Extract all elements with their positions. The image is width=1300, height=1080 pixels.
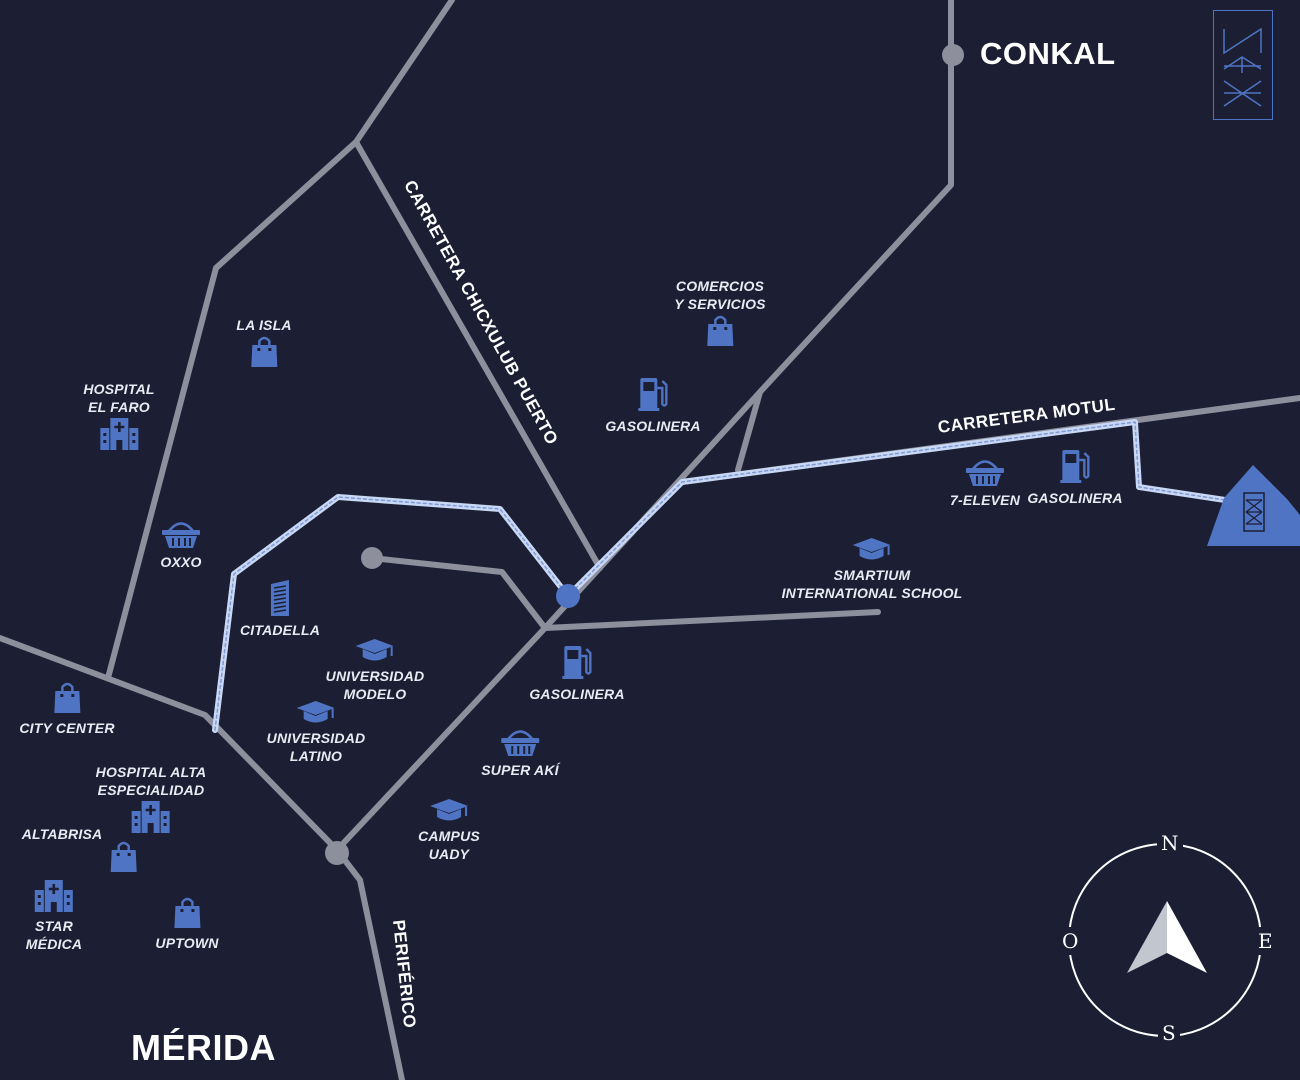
poi-label: STAR MÉDICA xyxy=(25,918,83,952)
poi-label: OXXO xyxy=(160,554,202,570)
conkal-node xyxy=(942,44,964,66)
poi-label: GASOLINERA xyxy=(529,686,625,702)
shopping-bag-icon xyxy=(19,680,114,719)
poi-super-aki: SUPER AKÍ xyxy=(481,726,559,779)
compass-ring xyxy=(1068,843,1262,1037)
graduation-cap-icon xyxy=(418,798,480,827)
poi-hospital-el-faro: HOSPITAL EL FARO xyxy=(83,380,154,455)
graduation-cap-icon xyxy=(267,700,366,729)
poi-la-isla: LA ISLA xyxy=(236,316,291,373)
poi-label: CITADELLA xyxy=(239,622,321,638)
shopping-bag-icon xyxy=(155,895,218,934)
compass-north: N xyxy=(1157,831,1183,855)
poi-label: HOSPITAL EL FARO xyxy=(83,381,155,415)
compass-south: S xyxy=(1158,1021,1180,1045)
road-northwest-diagonal xyxy=(105,0,455,681)
building-icon xyxy=(240,578,320,621)
poi-label: GASOLINERA xyxy=(605,418,701,434)
merida-junction-node xyxy=(325,841,349,865)
compass-east: E xyxy=(1256,927,1275,955)
hospital-icon xyxy=(26,878,82,917)
shopping-basket-icon xyxy=(159,518,203,553)
poi-gasolinera-norte: GASOLINERA xyxy=(605,376,700,435)
gas-pump-icon xyxy=(529,644,624,685)
poi-altabrisa: ALTABRISA xyxy=(21,825,137,878)
poi-label: 7-ELEVEN xyxy=(949,492,1021,508)
road-chicxulub-puerto xyxy=(353,139,603,571)
poi-gasolinera-motul: GASOLINERA xyxy=(1027,448,1122,507)
road-east-local xyxy=(542,609,881,631)
gas-pump-icon xyxy=(605,376,700,417)
natxx-logo-icon xyxy=(1213,10,1273,120)
poi-label: HOSPITAL ALTA ESPECIALIDAD xyxy=(95,764,207,798)
shopping-bag-icon xyxy=(236,334,291,373)
hospital-icon xyxy=(83,416,154,455)
poi-hospital-alta-especialidad: HOSPITAL ALTA ESPECIALIDAD xyxy=(96,763,207,838)
hospital-icon xyxy=(96,799,207,838)
dead-end-node xyxy=(361,547,383,569)
poi-campus-uady: CAMPUS UADY xyxy=(418,798,480,863)
compass-rose: N E S O xyxy=(1060,831,1275,1045)
property-marker-icon xyxy=(1207,465,1300,546)
poi-label: UNIVERSIDAD MODELO xyxy=(325,668,425,702)
poi-oxxo: OXXO xyxy=(159,518,203,571)
compass-west: O xyxy=(1060,927,1081,955)
town-label-conkal: CONKAL xyxy=(980,36,1116,71)
poi-label: SUPER AKÍ xyxy=(481,762,559,778)
poi-city-center: CITY CENTER xyxy=(19,680,114,737)
poi-label: SMARTIUM INTERNATIONAL SCHOOL xyxy=(781,567,963,601)
poi-label: LA ISLA xyxy=(236,317,292,333)
shopping-basket-icon xyxy=(950,456,1020,491)
poi-label: CAMPUS UADY xyxy=(418,828,480,862)
poi-smartium: SMARTIUM INTERNATIONAL SCHOOL xyxy=(782,537,963,602)
poi-label: UNIVERSIDAD LATINO xyxy=(266,730,366,764)
poi-universidad-modelo: UNIVERSIDAD MODELO xyxy=(326,638,425,703)
road-dead-end xyxy=(369,555,548,631)
poi-label: UPTOWN xyxy=(155,935,219,951)
shopping-bag-icon xyxy=(84,839,165,878)
poi-label: ALTABRISA xyxy=(21,826,103,842)
graduation-cap-icon xyxy=(326,638,425,667)
poi-label: COMERCIOS Y SERVICIOS xyxy=(674,278,766,312)
road-spur-north xyxy=(735,389,763,473)
poi-seven-eleven: 7-ELEVEN xyxy=(950,456,1020,509)
poi-universidad-latino: UNIVERSIDAD LATINO xyxy=(267,700,366,765)
poi-uptown: UPTOWN xyxy=(155,895,218,952)
shopping-bag-icon xyxy=(674,313,765,352)
poi-label: CITY CENTER xyxy=(19,720,115,736)
shopping-basket-icon xyxy=(481,726,559,761)
town-label-merida: MÉRIDA xyxy=(131,1027,276,1068)
gas-pump-icon xyxy=(1027,448,1122,489)
poi-gasolinera-centro: GASOLINERA xyxy=(529,644,624,703)
road-merida-west xyxy=(0,635,340,853)
graduation-cap-icon xyxy=(782,537,963,566)
poi-label: GASOLINERA xyxy=(1027,490,1123,506)
route-junction-node xyxy=(556,584,580,608)
poi-comercios-servicios: COMERCIOS Y SERVICIOS xyxy=(674,277,766,352)
poi-citadella: CITADELLA xyxy=(240,578,320,639)
poi-star-medica: STAR MÉDICA xyxy=(26,878,82,953)
